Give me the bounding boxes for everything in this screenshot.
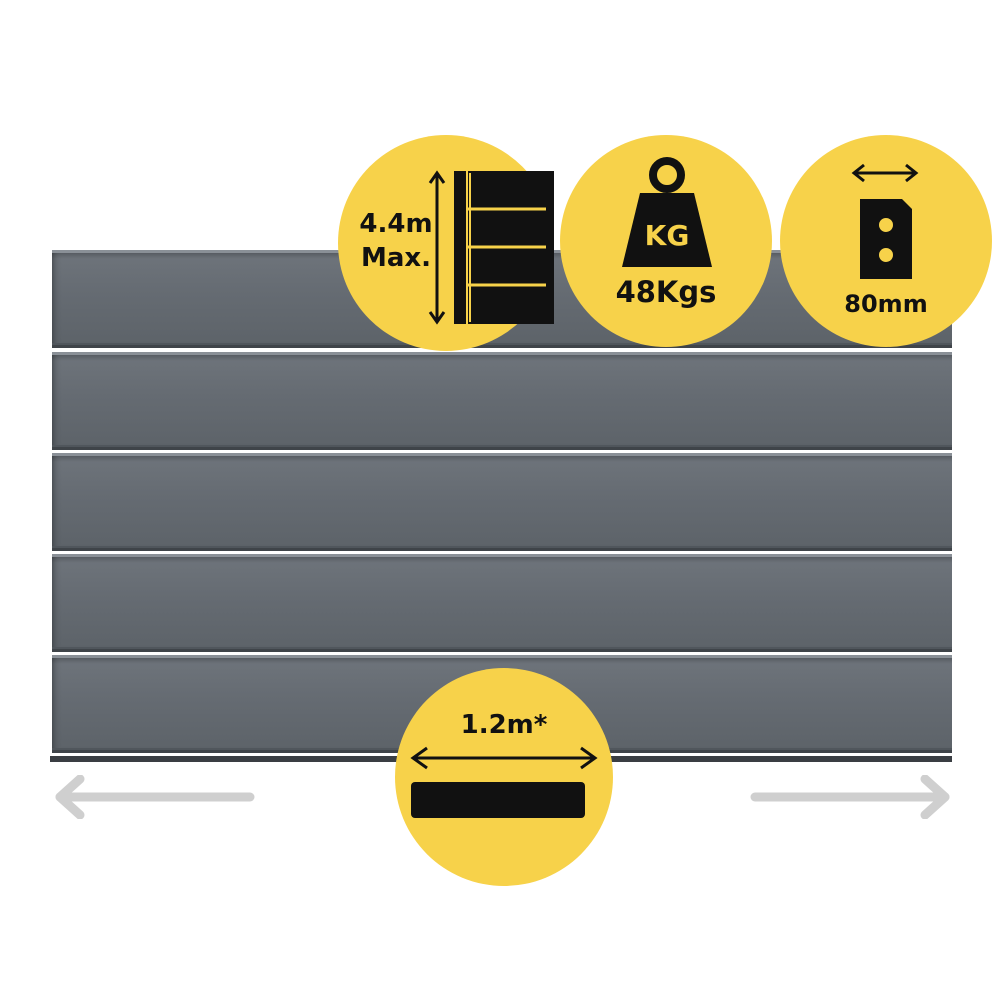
arrow-right-icon[interactable] [750,775,955,819]
height-badge: 4.4m Max. [338,135,554,351]
height-panel-stack-icon [428,170,554,325]
thickness-value: 80mm [844,290,928,318]
panel-3 [52,453,952,551]
panel-2 [52,352,952,450]
weight-value: 48Kgs [615,275,717,309]
height-label: Max. [360,243,432,273]
length-badge: 1.2m* [395,668,613,886]
weight-kettlebell-icon: KG [622,157,712,267]
thickness-badge: 80mm [780,135,992,347]
height-value: 4.4m [359,209,433,239]
length-value: 1.2m* [460,710,548,740]
weight-unit: KG [645,219,690,252]
arrow-left-icon[interactable] [50,775,255,819]
length-double-arrow-icon [410,746,598,818]
thickness-double-arrow-icon [851,163,919,279]
panel-4 [52,554,952,652]
weight-badge: KG 48Kgs [560,135,772,347]
